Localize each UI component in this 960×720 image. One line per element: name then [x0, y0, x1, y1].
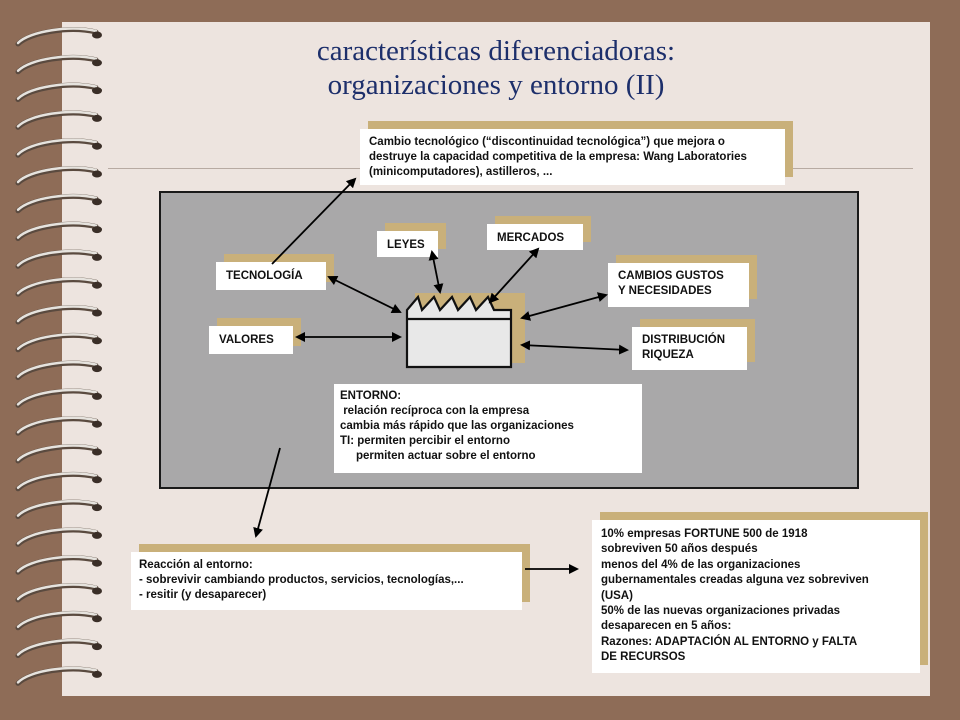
binding-ring	[16, 27, 98, 45]
binding-ring	[16, 138, 98, 156]
binding-hole	[92, 392, 102, 400]
label-leyes: LEYES	[377, 231, 438, 257]
cambio-tecnologico-text: Cambio tecnológico (“discontinuidad tecn…	[369, 136, 747, 178]
binding-hole	[92, 114, 102, 122]
binding-ring	[16, 472, 98, 490]
binding-hole	[92, 643, 102, 651]
binding-ring	[16, 277, 98, 295]
binding-hole	[92, 615, 102, 623]
binding-ring	[16, 555, 98, 573]
cambio-tecnologico-callout: Cambio tecnológico (“discontinuidad tecn…	[360, 129, 785, 185]
binding-hole	[92, 531, 102, 539]
slide-title-line-2: organizaciones y entorno (II)	[327, 69, 665, 101]
binding-ring	[16, 416, 98, 434]
label-valores: VALORES	[209, 326, 293, 354]
slide-title-line-1: características diferenciadoras:	[316, 35, 676, 67]
binding-hole	[92, 281, 102, 289]
binding-hole	[92, 253, 102, 261]
binding-hole	[92, 142, 102, 150]
binding-ring	[16, 527, 98, 545]
label-mercados: MERCADOS	[487, 224, 583, 250]
binding-ring	[16, 333, 98, 351]
binding-hole	[92, 587, 102, 595]
binding-ring	[16, 611, 98, 629]
label-tecnologia: TECNOLOGÍA	[216, 262, 326, 290]
binding-hole	[92, 87, 102, 95]
binding-ring	[16, 444, 98, 462]
reaccion-box: Reacción al entorno: - sobrevivir cambia…	[131, 552, 522, 610]
binding-ring	[16, 222, 98, 239]
binding-hole	[92, 504, 102, 512]
binding-hole	[92, 670, 102, 678]
binding-hole	[92, 31, 102, 39]
fortune-box: 10% empresas FORTUNE 500 de 1918 sobrevi…	[592, 520, 920, 673]
binding-hole	[92, 420, 102, 428]
spiral-binding	[15, 27, 102, 686]
binding-ring	[16, 305, 98, 323]
binding-ring	[16, 110, 98, 128]
binding-ring	[16, 361, 98, 378]
binding-ring	[16, 388, 98, 406]
binding-hole	[92, 198, 102, 206]
binding-ring	[16, 166, 98, 184]
label-cambios-gustos: CAMBIOS GUSTOS Y NECESIDADES	[608, 263, 749, 307]
binding-ring	[16, 639, 98, 656]
binding-hole	[92, 309, 102, 317]
entorno-description: ENTORNO: relación recíproca con la empre…	[334, 384, 642, 473]
binding-hole	[92, 337, 102, 345]
binding-ring	[16, 583, 98, 601]
binding-hole	[92, 559, 102, 567]
binding-ring	[16, 83, 98, 100]
binding-ring	[16, 194, 98, 212]
binding-hole	[92, 365, 102, 373]
binding-hole	[92, 448, 102, 456]
binding-hole	[92, 476, 102, 484]
label-distribucion: DISTRIBUCIÓN RIQUEZA	[632, 327, 747, 370]
binding-ring	[16, 666, 98, 684]
binding-hole	[92, 59, 102, 67]
binding-ring	[16, 500, 98, 517]
binding-hole	[92, 226, 102, 234]
binding-ring	[16, 249, 98, 267]
binding-ring	[16, 55, 98, 73]
binding-hole	[92, 170, 102, 178]
